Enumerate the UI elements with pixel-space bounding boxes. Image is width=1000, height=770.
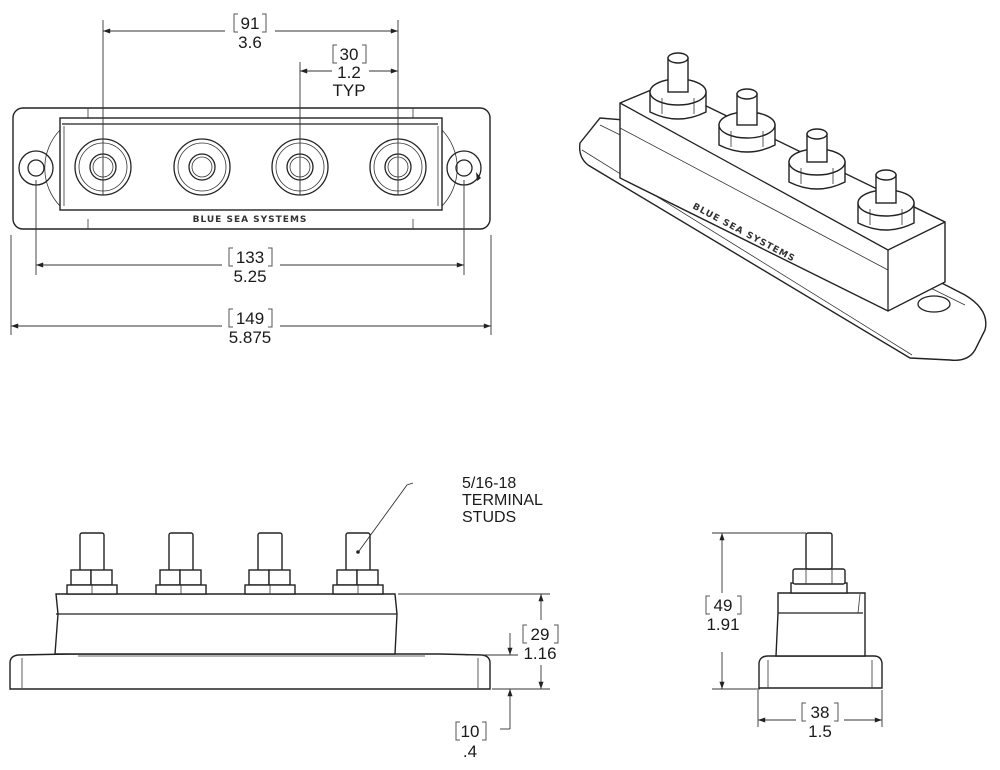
dim-mount-holes-metric: 133 bbox=[236, 248, 264, 267]
dim-overall-height-metric: 49 bbox=[714, 596, 733, 615]
dim-stud-pitch-note: TYP bbox=[332, 81, 365, 100]
callout-line-2: TERMINAL bbox=[462, 492, 543, 509]
dim-stud-pitch: 30 1.2 TYP bbox=[300, 44, 398, 100]
dim-body-height: 29 1.16 bbox=[522, 594, 559, 689]
callout-line-1: 5/16-18 bbox=[462, 475, 516, 492]
cover-outline bbox=[59, 117, 443, 211]
dim-outer-studs: 91 3.6 bbox=[102, 13, 398, 52]
front-stud-1 bbox=[66, 532, 118, 595]
dim-body-height-metric: 29 bbox=[531, 625, 550, 644]
dim-mount-holes-imperial: 5.25 bbox=[233, 267, 266, 286]
front-stud-3 bbox=[244, 532, 296, 595]
dim-stud-pitch-imperial: 1.2 bbox=[337, 63, 361, 82]
dim-base-height-imperial: .4 bbox=[463, 742, 477, 761]
iso-stud-4 bbox=[857, 169, 915, 231]
dim-overall-length-metric: 149 bbox=[236, 309, 264, 328]
dim-overall-length: 149 5.875 bbox=[11, 308, 491, 347]
isometric-view: BLUE SEA SYSTEMS bbox=[578, 52, 987, 361]
side-view: 49 1.91 38 1.5 bbox=[705, 532, 883, 741]
dim-width: 38 1.5 bbox=[758, 702, 882, 741]
front-base bbox=[9, 653, 491, 690]
callout-terminal-studs: 5/16-18 TERMINAL STUDS bbox=[462, 475, 543, 526]
iso-stud-3 bbox=[788, 128, 846, 190]
side-stud bbox=[805, 532, 833, 570]
iso-stud-1 bbox=[649, 52, 707, 120]
dim-overall-height: 49 1.91 bbox=[705, 533, 742, 689]
front-stud-4 bbox=[332, 532, 384, 595]
dim-width-metric: 38 bbox=[811, 703, 830, 722]
dim-overall-length-imperial: 5.875 bbox=[229, 328, 272, 347]
dim-width-imperial: 1.5 bbox=[808, 722, 832, 741]
dim-outer-studs-imperial: 3.6 bbox=[238, 33, 262, 52]
dim-base-height-metric: 10 bbox=[461, 722, 480, 741]
front-body bbox=[54, 593, 398, 655]
brand-label-top: BLUE SEA SYSTEMS bbox=[193, 215, 308, 225]
dim-base-height: 10 .4 bbox=[455, 633, 513, 761]
callout-leader bbox=[358, 482, 414, 552]
stud-top-2 bbox=[173, 138, 231, 196]
dim-overall-height-imperial: 1.91 bbox=[706, 615, 739, 634]
dim-stud-pitch-metric: 30 bbox=[340, 45, 359, 64]
top-view: BLUE SEA SYSTEMS 91 3.6 30 1.2 TYP bbox=[10, 13, 492, 347]
front-stud-2 bbox=[155, 532, 207, 595]
dim-outer-studs-metric: 91 bbox=[241, 14, 260, 33]
dim-body-height-imperial: 1.16 bbox=[523, 644, 556, 663]
dim-mount-holes: 133 5.25 bbox=[36, 247, 464, 286]
iso-stud-2 bbox=[718, 88, 776, 153]
iso-mount-hole bbox=[917, 295, 951, 313]
side-base bbox=[758, 655, 883, 689]
front-view: 5/16-18 TERMINAL STUDS 29 1.16 10 .4 bbox=[9, 475, 559, 761]
side-body bbox=[775, 592, 866, 657]
callout-line-3: STUDS bbox=[462, 509, 516, 526]
